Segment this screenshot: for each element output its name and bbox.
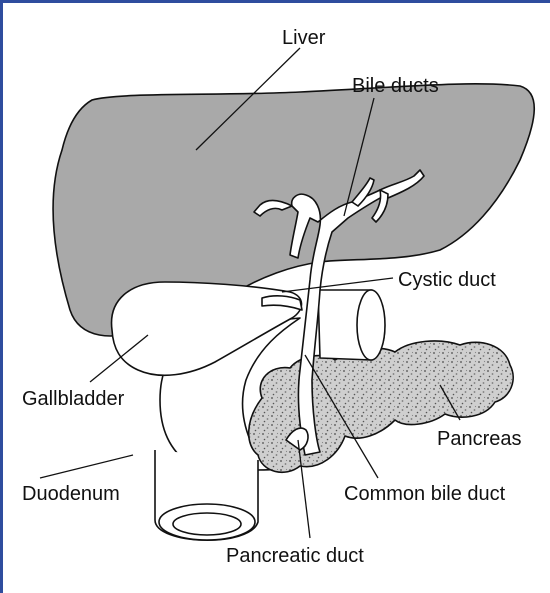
duodenum-lumen	[173, 513, 241, 535]
common-bile-duct-label: Common bile duct	[344, 483, 506, 505]
cystic-duct-label: Cystic duct	[398, 269, 496, 291]
pancreatic-duct-label: Pancreatic duct	[226, 545, 364, 567]
pancreas-shape	[249, 341, 513, 472]
bile-ducts-label: Bile ducts	[352, 75, 439, 97]
liver-label: Liver	[282, 27, 326, 49]
duodenum-label: Duodenum	[22, 483, 120, 505]
gallbladder-label: Gallbladder	[22, 388, 125, 410]
duodenum-leader	[40, 455, 133, 478]
tube-opening	[357, 290, 385, 360]
pancreas-label: Pancreas	[437, 428, 522, 450]
